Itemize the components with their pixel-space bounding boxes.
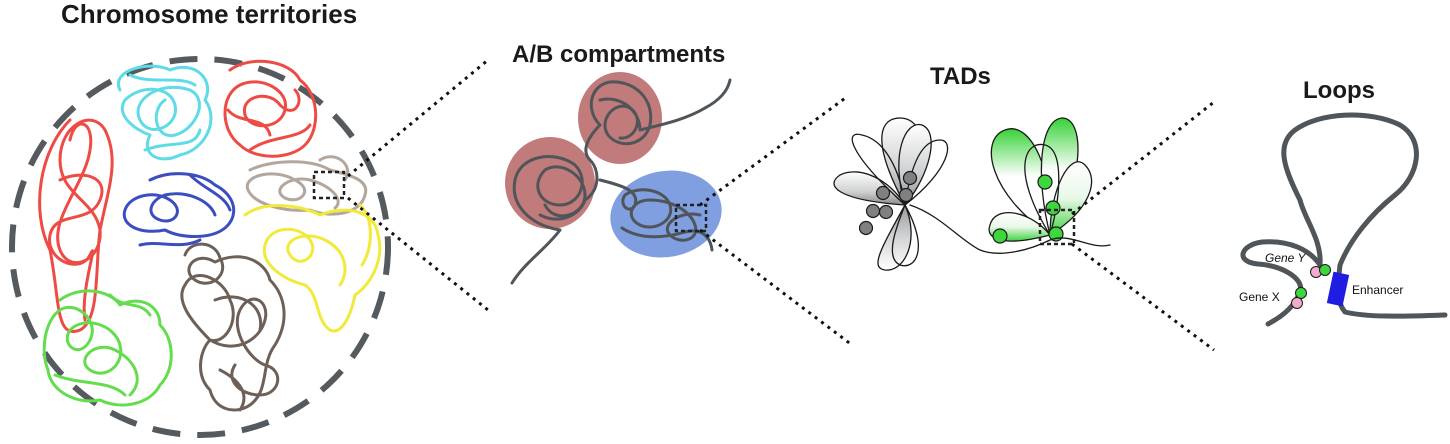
- gene-x-label: Gene X: [1239, 290, 1280, 304]
- territory-yellow: [243, 203, 382, 333]
- ab-compartments-title: A/B compartments: [512, 41, 725, 68]
- zoom-line-1-bottom: [347, 196, 489, 312]
- nucleus-boundary: [9, 56, 391, 438]
- zoom-line-3-top: [1071, 100, 1215, 216]
- chromosome-territories-title: Chromosome territories: [61, 0, 357, 29]
- loops-title: Loops: [1303, 77, 1375, 104]
- zoom-box-tads: [1038, 208, 1076, 246]
- tad-green: [988, 117, 1093, 244]
- zoom-line-2-bottom: [699, 228, 853, 347]
- gene-y-label: Gene Y: [1265, 251, 1306, 265]
- compartment-b: [610, 170, 722, 258]
- enhancer-block: [1326, 271, 1350, 307]
- panel-ab-compartments: A/B compartments: [505, 41, 732, 285]
- territory-blue: [122, 172, 236, 247]
- zoom-box-territories: [312, 170, 346, 200]
- panel-loops: Loops Gene Y Gene X Enhancer: [1239, 77, 1448, 327]
- zoom-line-3-bottom: [1071, 242, 1215, 352]
- gene-x-marker-green: [1295, 287, 1307, 299]
- panel-chromosome-territories: Chromosome territories: [9, 0, 391, 438]
- territory-red-top: [223, 59, 318, 158]
- zoom-box-compartments: [674, 203, 708, 233]
- zoom-line-1-top: [347, 58, 489, 178]
- tads-title: TADs: [930, 63, 991, 90]
- gene-y-marker-green: [1319, 264, 1331, 276]
- chromatin-fiber-compartments: [510, 78, 732, 285]
- territory-brown: [180, 242, 286, 412]
- gene-x-marker-pink: [1291, 297, 1303, 309]
- compartment-a-lower: [505, 137, 595, 229]
- territory-red-left: [38, 118, 114, 333]
- tad-connecting-fiber: [909, 204, 1111, 254]
- territory-green: [42, 289, 173, 407]
- panel-tads: TADs: [833, 63, 1111, 271]
- tad-grey: [833, 117, 949, 271]
- enhancer-label: Enhancer: [1352, 283, 1403, 297]
- territory-cyan: [116, 64, 213, 161]
- zoom-line-2-top: [699, 94, 849, 207]
